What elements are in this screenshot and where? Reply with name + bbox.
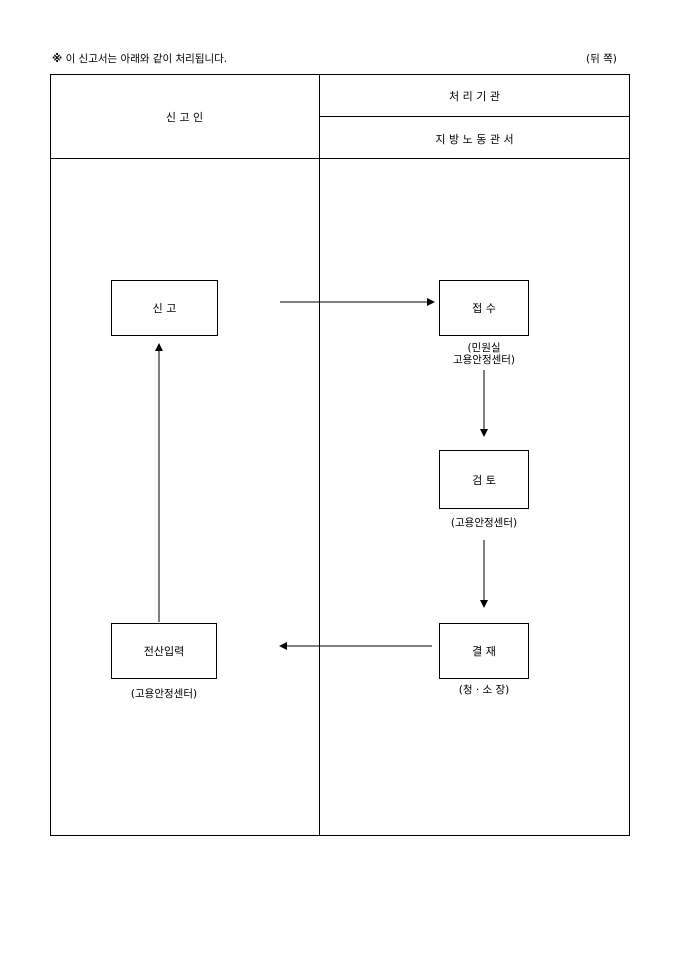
box-approval: 결 재 xyxy=(439,623,529,679)
reference-mark: ※ xyxy=(52,53,63,65)
header-note-text: 이 신고서는 아래와 같이 처리됩니다. xyxy=(65,53,228,65)
receipt-sub-line2: 고용안정센터) xyxy=(452,354,516,366)
header-reporter: 신 고 인 xyxy=(165,111,204,124)
header-bottom-divider xyxy=(50,158,630,159)
box-review: 검 토 xyxy=(439,450,529,509)
process-table-frame xyxy=(50,74,630,836)
box-data-entry: 전산입력 xyxy=(111,623,217,679)
box-receipt: 접 수 xyxy=(439,280,529,336)
header-processing-agency: 처 리 기 관 xyxy=(449,90,500,103)
data-entry-sub: (고용안정센터) xyxy=(130,688,198,700)
page-side-label: (뒤 쪽) xyxy=(586,53,617,65)
approval-sub: (청 · 소 장) xyxy=(458,684,510,696)
column-divider xyxy=(319,74,320,836)
right-header-divider xyxy=(319,116,630,117)
header-regional-labor-office: 지 방 노 동 관 서 xyxy=(435,133,514,146)
receipt-sub-line1: (민원실 xyxy=(467,342,501,354)
review-sub: (고용안정센터) xyxy=(450,517,518,529)
box-report: 신 고 xyxy=(111,280,218,336)
header-note: ※ 이 신고서는 아래와 같이 처리됩니다. xyxy=(52,51,227,66)
